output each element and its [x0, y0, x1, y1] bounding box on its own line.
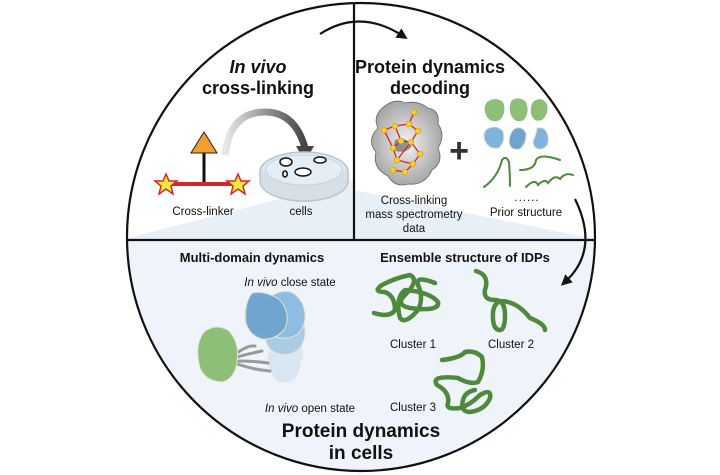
cluster-2-label: Cluster 2 [488, 339, 534, 351]
center-title-line1: Protein dynamics [282, 421, 440, 442]
outer-circle [125, 1, 597, 473]
prior-domains-icon [483, 98, 549, 150]
cluster-1-label: Cluster 1 [390, 339, 436, 351]
xlms-label-line3: data [403, 223, 426, 235]
top-right-shade [354, 190, 595, 240]
multi-domain-protein-icon [197, 290, 306, 383]
multi-domain-title: Multi-domain dynamics [180, 250, 324, 265]
crosslinking-title-line2: cross-linking [202, 78, 314, 98]
xlms-label-line1: Cross-linking [381, 195, 447, 207]
add-to-cells-arrow-icon [221, 108, 309, 156]
center-title-line2: in cells [329, 443, 393, 464]
cells-label: cells [289, 206, 312, 218]
close-state-label: In vivo close state [244, 277, 335, 289]
idp-cluster2-icon [473, 268, 548, 333]
cluster-3-label: Cluster 3 [390, 402, 436, 414]
more-structures-ellipsis: ...... [514, 192, 539, 204]
arrow-top-icon [319, 20, 408, 39]
idp-ensemble-title: Ensemble structure of IDPs [380, 250, 550, 265]
prior-strands-icon [483, 155, 574, 188]
quadrant-protein-dynamics-decoding: Protein dynamics decoding + [355, 57, 574, 235]
petri-dish-icon [259, 151, 349, 202]
protein-surface-icon [371, 100, 443, 186]
decoding-title-line1: Protein dynamics [355, 57, 505, 77]
quadrant-ensemble-structure-idps: Ensemble structure of IDPs Cluster 1 Clu… [371, 250, 550, 415]
crosslinker-label: Cross-linker [172, 206, 234, 218]
crosslinking-title-line1: In vivo [229, 57, 286, 77]
plus-icon: + [449, 132, 469, 170]
idp-cluster1-icon [371, 272, 441, 323]
open-state-label: In vivo open state [265, 403, 355, 415]
crosslinker-icon [152, 131, 252, 196]
decoding-title-line2: decoding [390, 78, 470, 98]
idp-cluster3-icon [433, 349, 493, 415]
prior-structure-label: Prior structure [490, 207, 562, 219]
quadrant-multi-domain-dynamics: Multi-domain dynamics In vivo close stat… [180, 250, 355, 415]
arrow-right-icon [560, 198, 587, 286]
quadrant-in-vivo-crosslinking: In vivo cross-linking Cross-linker cells [152, 57, 349, 218]
xlms-label-line2: mass spectrometry [365, 209, 462, 221]
